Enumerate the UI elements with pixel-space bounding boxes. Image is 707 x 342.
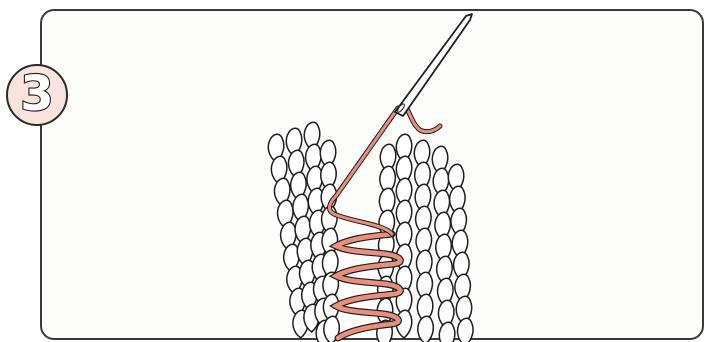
right-fabric-edge <box>377 134 473 342</box>
knit-stitch <box>439 322 455 342</box>
knit-stitch <box>418 316 434 342</box>
knit-stitch <box>458 318 474 342</box>
left-fabric-edge <box>268 122 339 342</box>
tapestry-needle-icon <box>395 14 472 116</box>
